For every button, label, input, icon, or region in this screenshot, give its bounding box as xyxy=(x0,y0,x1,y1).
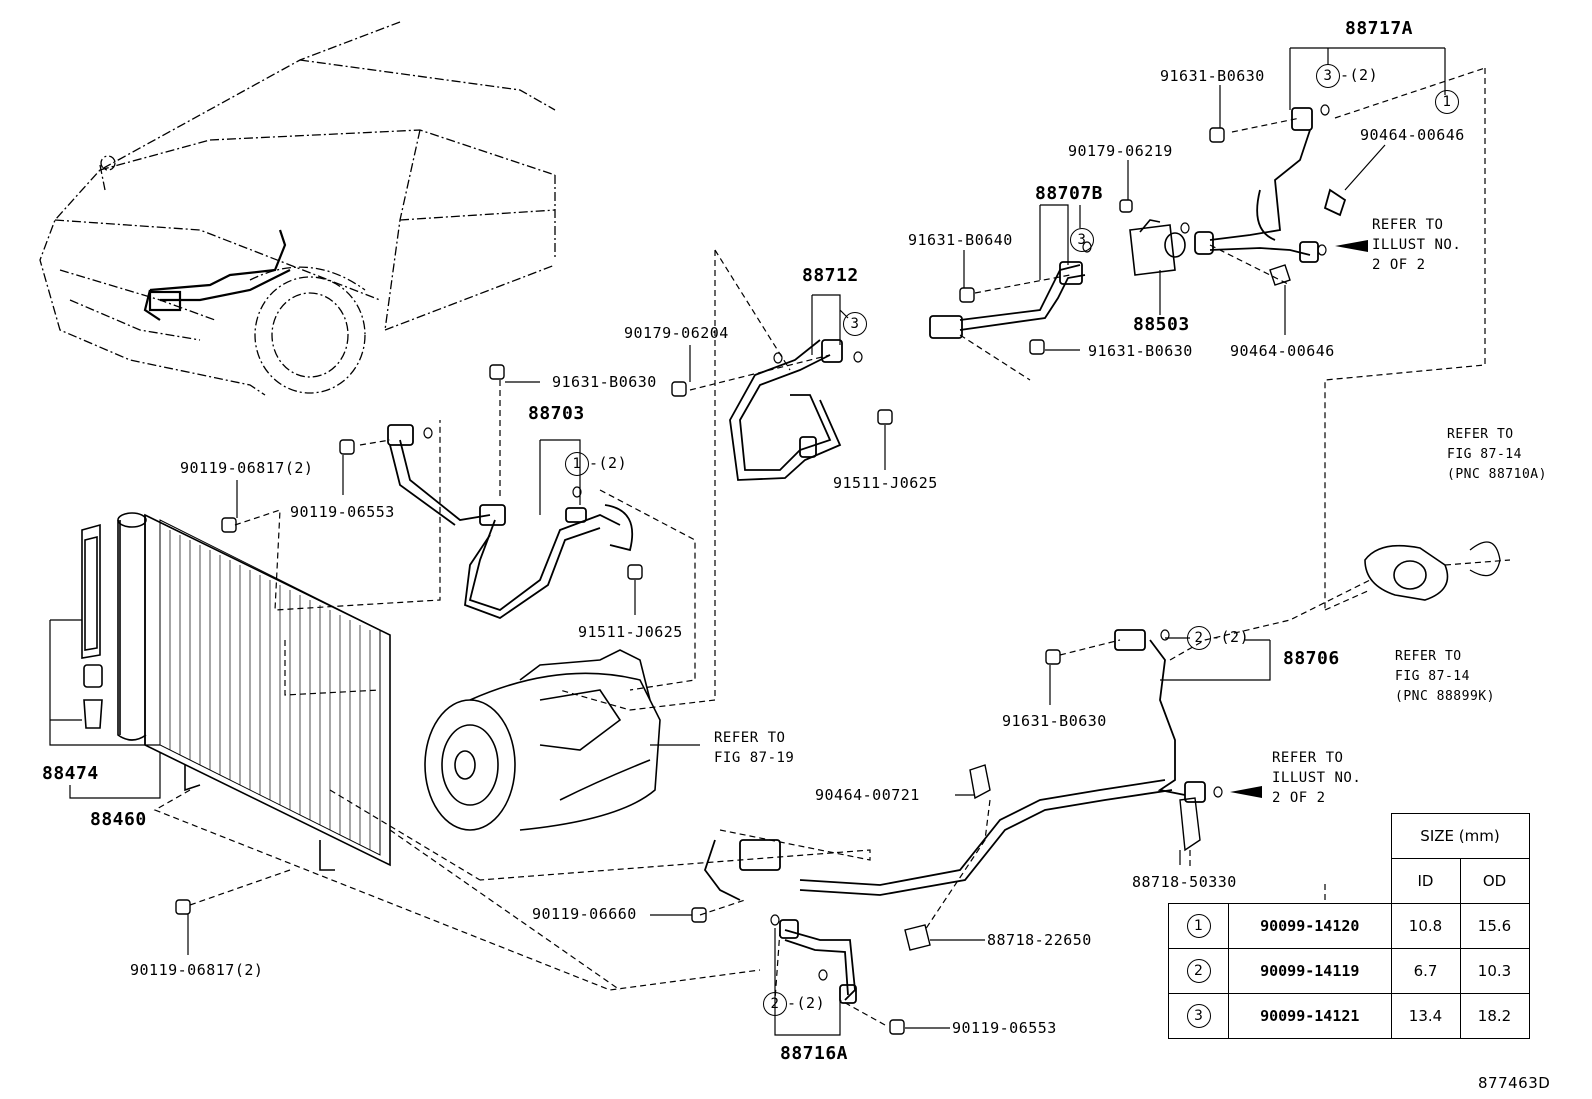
vehicle-outline xyxy=(39,21,556,396)
row-part: 90099-14121 xyxy=(1228,993,1392,1039)
label-91511-J0625-top: 91511-J0625 xyxy=(833,474,938,492)
bolts xyxy=(175,127,1225,1035)
label-91631-B0640: 91631-B0640 xyxy=(908,231,1013,249)
compressor-drawing xyxy=(424,649,661,831)
size-row: 3 90099-14121 13.4 18.2 xyxy=(1168,993,1530,1039)
row-number: 3 xyxy=(1186,1004,1211,1028)
size-row: 2 90099-14119 6.7 10.3 xyxy=(1168,948,1530,994)
circle-1-88703: 1-(2) xyxy=(565,452,627,476)
label-88718-22650: 88718-22650 xyxy=(987,931,1092,949)
circle-1-top: 1 xyxy=(1435,90,1459,114)
label-88718-50330: 88718-50330 xyxy=(1132,873,1237,891)
label-90464-00646-bottom: 90464-00646 xyxy=(1230,342,1335,360)
row-id: 13.4 xyxy=(1390,993,1461,1039)
label-91631-B0630-left: 91631-B0630 xyxy=(552,373,657,391)
solid-leaders xyxy=(49,47,1446,1036)
label-88703: 88703 xyxy=(528,403,585,424)
label-90119-06817-bottom: 90119-06817(2) xyxy=(130,961,264,979)
row-od: 10.3 xyxy=(1459,948,1530,994)
circle-2-88706: 2-(2) xyxy=(1187,626,1249,650)
label-90464-00646-top: 90464-00646 xyxy=(1360,126,1465,144)
label-91631-B0630-88706: 91631-B0630 xyxy=(1002,712,1107,730)
row-part: 90099-14119 xyxy=(1228,948,1392,994)
hose-88712 xyxy=(729,339,843,481)
circle-3-88712: 3 xyxy=(843,312,867,336)
condenser-drawing xyxy=(117,512,391,871)
pipe-88716A xyxy=(779,919,857,1004)
hose-88703 xyxy=(387,424,634,620)
label-90119-06553-top: 90119-06553 xyxy=(290,503,395,521)
label-88707B: 88707B xyxy=(1035,183,1104,204)
col-id: ID xyxy=(1390,858,1461,904)
valve-88503 xyxy=(1129,219,1186,276)
label-90179-06219: 90179-06219 xyxy=(1068,142,1173,160)
pipe-88706 xyxy=(703,629,1206,901)
gasket-88899K xyxy=(1364,544,1449,601)
label-88717A: 88717A xyxy=(1345,18,1414,39)
row-part: 90099-14120 xyxy=(1228,903,1392,949)
circle-2-88716A: 2-(2) xyxy=(763,992,825,1016)
gasket-88710A xyxy=(1469,541,1501,577)
size-row: 1 90099-14120 10.8 15.6 xyxy=(1168,903,1530,949)
row-number: 2 xyxy=(1186,959,1211,983)
row-id: 10.8 xyxy=(1390,903,1461,949)
label-91511-J0625-bottom: 91511-J0625 xyxy=(578,623,683,641)
vehicle-ac-lines xyxy=(143,229,291,321)
circle-3-top: 3-(2) xyxy=(1316,64,1378,88)
label-88712: 88712 xyxy=(802,265,859,286)
label-90179-06204: 90179-06204 xyxy=(624,324,729,342)
label-88474: 88474 xyxy=(42,763,99,784)
label-90119-06660: 90119-06660 xyxy=(532,905,637,923)
receiver-parts xyxy=(81,523,103,729)
row-od: 18.2 xyxy=(1459,993,1530,1039)
o-rings xyxy=(423,104,1330,981)
label-88706: 88706 xyxy=(1283,648,1340,669)
label-90119-06553-bottom: 90119-06553 xyxy=(952,1019,1057,1037)
ref-arrows xyxy=(1230,240,1368,798)
label-88503: 88503 xyxy=(1133,314,1190,335)
label-91631-B0630-top: 91631-B0630 xyxy=(1160,67,1265,85)
pipe-88707B xyxy=(929,261,1086,339)
size-header: SIZE (mm) xyxy=(1390,813,1530,859)
label-88460: 88460 xyxy=(90,809,147,830)
row-id: 6.7 xyxy=(1390,948,1461,994)
clamps xyxy=(904,264,1291,951)
label-90119-06817-top: 90119-06817(2) xyxy=(180,459,314,477)
row-number: 1 xyxy=(1186,914,1211,938)
label-88716A: 88716A xyxy=(780,1043,849,1064)
o-ring-size-table: SIZE (mm) ID OD 1 90099-14120 10.8 15.6 … xyxy=(1168,813,1530,1039)
label-91631-B0630-mid: 91631-B0630 xyxy=(1088,342,1193,360)
col-od: OD xyxy=(1459,858,1530,904)
pipe-88717A xyxy=(1194,107,1347,263)
label-90464-00721: 90464-00721 xyxy=(815,786,920,804)
circle-3-mid: 3 xyxy=(1070,228,1094,252)
diagram-id: 877463D xyxy=(1478,1074,1551,1092)
row-od: 15.6 xyxy=(1459,903,1530,949)
